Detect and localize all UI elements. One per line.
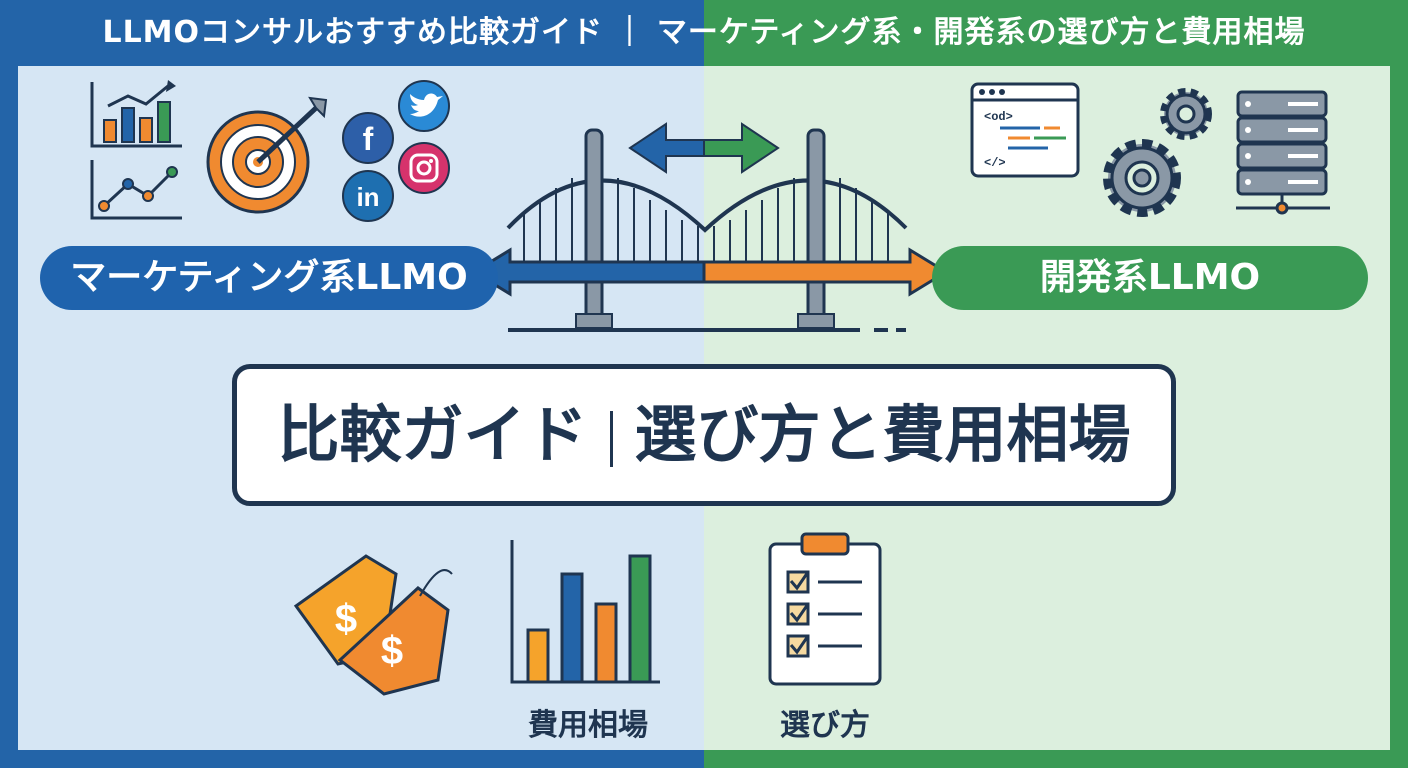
choose-label: 選び方 (780, 708, 870, 743)
linkedin-glyph: in (356, 182, 379, 212)
marketing-llmo-label: マーケティング系LLMO (40, 246, 498, 310)
bridge-icon (471, 128, 949, 332)
center-title-left: 比較ガイド (277, 398, 588, 471)
bar-chart-icon (90, 80, 182, 148)
cost-chart-icon (510, 540, 660, 684)
linkedin-icon: in (342, 170, 394, 222)
center-title-box: 比較ガイド選び方と費用相場 (232, 364, 1176, 506)
checklist-icon (768, 532, 882, 686)
double-arrow-icon (628, 122, 780, 174)
instagram-icon (398, 142, 450, 194)
facebook-glyph: f (363, 121, 374, 157)
cost-label: 費用相場 (528, 708, 648, 743)
server-icon (1236, 90, 1330, 215)
center-separator (609, 410, 613, 467)
price-tag-dollar-2: $ (381, 629, 403, 673)
page-title: LLMOコンサルおすすめ比較ガイド ｜ マーケティング系・開発系の選び方と費用相… (102, 15, 1306, 50)
code-window-icon: <od> </> (970, 82, 1080, 178)
facebook-icon: f (342, 112, 394, 164)
twitter-icon (398, 80, 450, 132)
price-tag-icon: $ $ (293, 554, 453, 696)
target-icon (206, 96, 328, 214)
center-title-right: 選び方と費用相場 (634, 398, 1131, 471)
development-llmo-label: 開発系LLMO (932, 246, 1368, 310)
gear-icon (1103, 88, 1212, 217)
code-close-tag: </> (984, 156, 1006, 170)
price-tag-dollar-1: $ (335, 597, 357, 641)
line-chart-icon (90, 160, 182, 220)
code-open-tag: <od> (984, 110, 1013, 124)
